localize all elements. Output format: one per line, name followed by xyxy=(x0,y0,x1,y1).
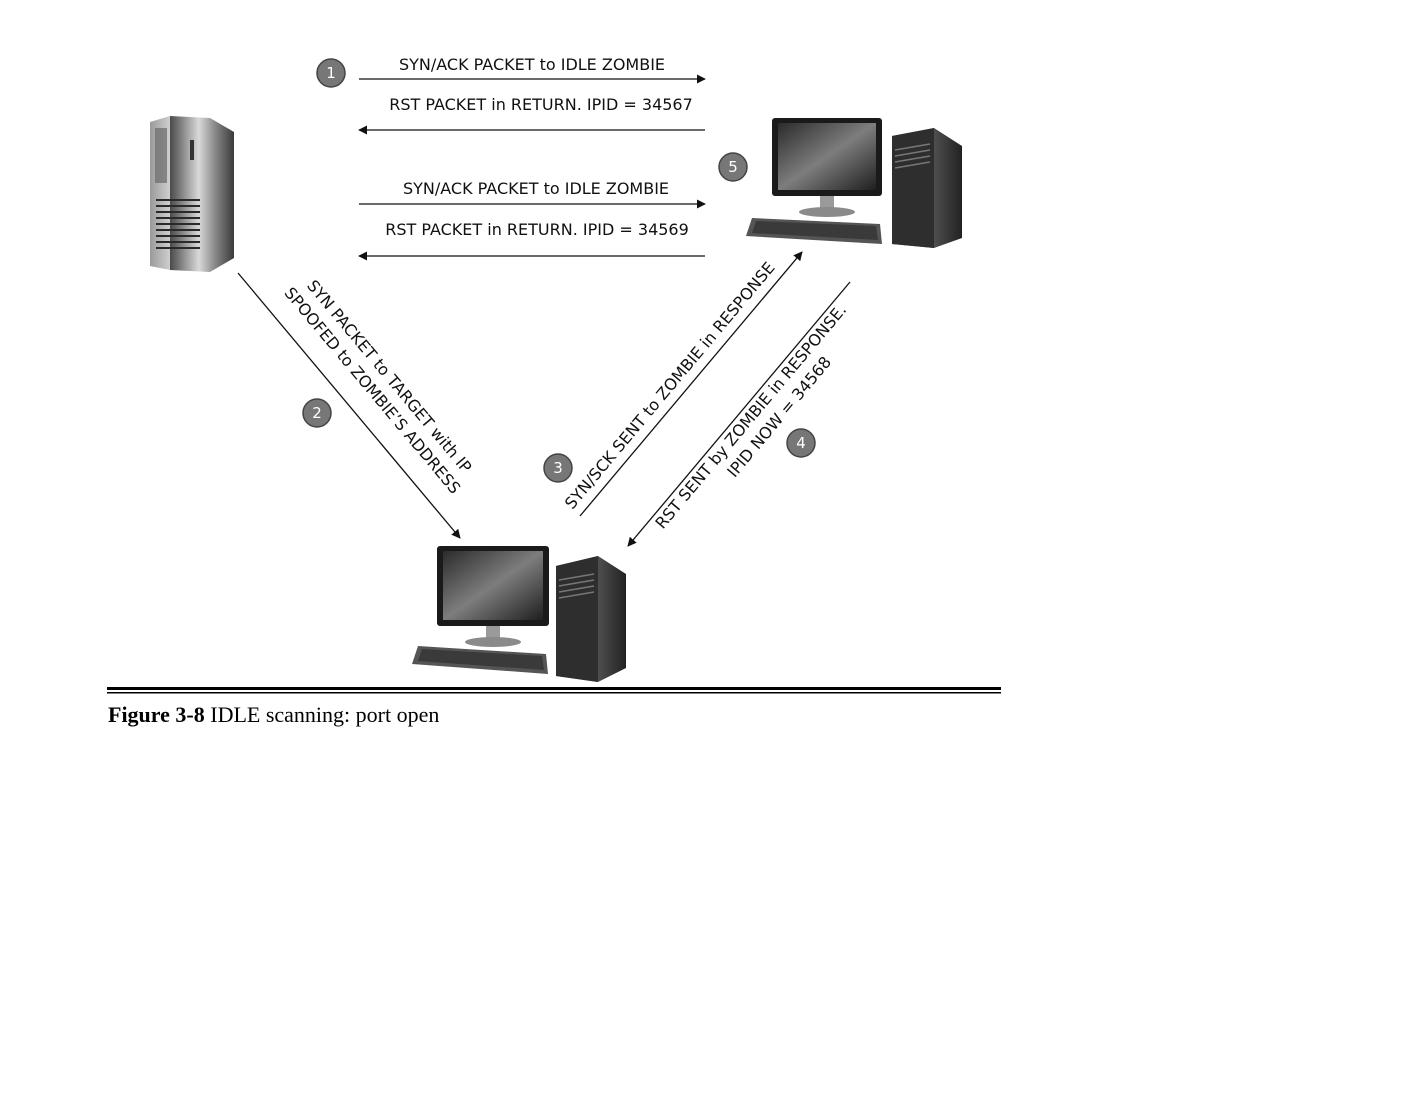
label-arrow-2-line1: SYN PACKET to TARGET with IP xyxy=(303,276,476,476)
svg-text:4: 4 xyxy=(796,434,806,452)
svg-text:2: 2 xyxy=(312,404,322,422)
label-arrow-5-return: RST PACKET in RETURN. IPID = 34569 xyxy=(385,220,689,239)
attacker-server-icon xyxy=(150,116,234,272)
arrow-4-rst-by-zombie xyxy=(627,281,851,547)
step-badge-5: 5 xyxy=(718,152,748,182)
figure-caption: Figure 3-8 IDLE scanning: port open xyxy=(108,702,439,728)
label-arrow-1-return: RST PACKET in RETURN. IPID = 34567 xyxy=(389,95,693,114)
target-computer-icon xyxy=(412,546,626,682)
figure-number: Figure 3-8 xyxy=(108,702,205,727)
step-badge-1: 1 xyxy=(316,58,346,88)
step-badge-4: 4 xyxy=(786,428,816,458)
zombie-computer-icon xyxy=(746,118,962,248)
label-arrow-2-line2: SPOOFED to ZOMBIE’S ADDRESS xyxy=(281,283,465,497)
label-arrow-5-top: SYN/ACK PACKET to IDLE ZOMBIE xyxy=(403,179,669,198)
label-arrow-3: SYN/SCK SENT to ZOMBIE in RESPONSE xyxy=(561,258,779,512)
figure-rule xyxy=(107,687,1001,690)
label-arrow-1-top: SYN/ACK PACKET to IDLE ZOMBIE xyxy=(399,55,665,74)
svg-text:1: 1 xyxy=(326,64,336,82)
svg-text:3: 3 xyxy=(553,459,563,477)
svg-text:5: 5 xyxy=(728,158,738,176)
arrow-3-synack-to-zombie xyxy=(579,251,803,517)
label-arrow-4-line1: RST SENT by ZOMBIE in RESPONSE. xyxy=(651,301,850,533)
step-badge-2: 2 xyxy=(302,398,332,428)
step-badge-3: 3 xyxy=(543,453,573,483)
figure-caption-text: IDLE scanning: port open xyxy=(204,702,440,727)
figure-rule-thin xyxy=(107,692,1001,694)
arrow-2-spoofed-syn xyxy=(237,272,461,539)
